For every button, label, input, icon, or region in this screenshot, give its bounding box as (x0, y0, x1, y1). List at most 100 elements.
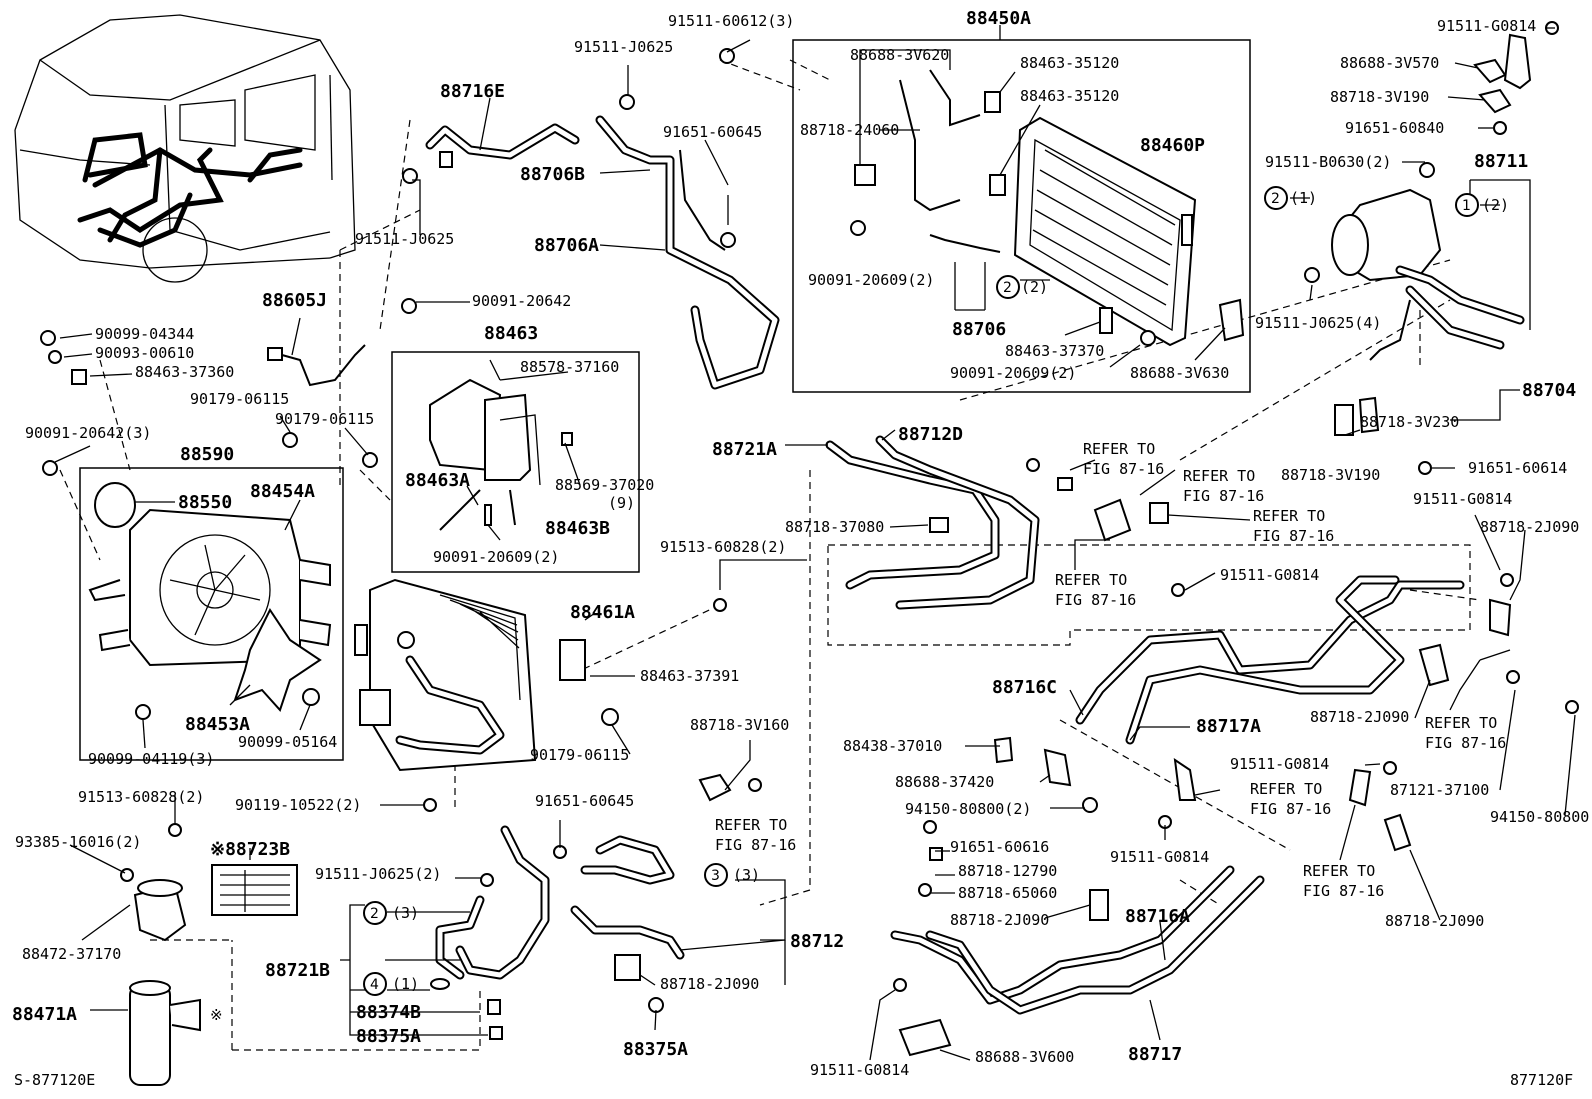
part-label: 88688-3V570 (1340, 54, 1439, 72)
condenser-group-box (792, 39, 1251, 393)
part-label: 88472-37170 (22, 945, 121, 963)
refer-note-line2: FIG 87-16 (1303, 882, 1384, 900)
top-right-brackets (1334, 21, 1559, 475)
part-label: 88374B (356, 1002, 421, 1023)
part-label: 88718-2J090 (1310, 708, 1409, 726)
refer-notes: REFER TO FIG 87-16 REFER TO FIG 87-16 RE… (715, 440, 1506, 900)
qty-label: (1) (392, 975, 419, 993)
refer-note-line1: REFER TO (1183, 467, 1255, 485)
circle-ref: 4 (370, 977, 379, 993)
hoses-88712-88721B (423, 598, 762, 1040)
part-label: 88717A (1196, 716, 1261, 737)
part-label: 91651-60645 (535, 792, 634, 810)
marker-symbol: ※ (210, 1006, 223, 1024)
part-label: 88704 (1522, 380, 1576, 401)
part-label: 88717 (1128, 1044, 1182, 1065)
hoses-88721A-88712D (825, 435, 1185, 610)
left-hardware (40, 330, 378, 476)
part-label: 88718-37080 (785, 518, 884, 536)
fan-assembly-88590 (88, 482, 332, 720)
part-label: 90091-20642 (472, 292, 571, 310)
part-label: 88578-37160 (520, 358, 619, 376)
part-label: 87121-37100 (1390, 781, 1489, 799)
circle-ref-badges: 2 1 2 3 2 4 (363, 186, 1479, 996)
part-label: 91511-J0625 (355, 230, 454, 248)
bracket-group-box (391, 351, 640, 573)
part-label: 94150-80800(2) (905, 800, 1031, 818)
part-label: 88450A (966, 8, 1031, 29)
leader-lines (54, 25, 1576, 1061)
part-label: 88718-2J090 (1385, 912, 1484, 930)
part-label: 91651-60616 (950, 838, 1049, 856)
refer-note-line1: REFER TO (1055, 571, 1127, 589)
refer-note-line2: FIG 87-16 (715, 836, 796, 854)
part-label: 88569-37020 (555, 476, 654, 494)
part-label: 91511-J0625(4) (1255, 314, 1381, 332)
part-label: 88463B (545, 518, 610, 539)
part-label: 91651-60645 (663, 123, 762, 141)
part-label: 91511-60612(3) (668, 12, 794, 30)
part-label: 88463-37360 (135, 363, 234, 381)
part-label: 90091-20642(3) (25, 424, 151, 442)
part-label: 90091-20609(2) (433, 548, 559, 566)
part-label: 91651-60614 (1468, 459, 1567, 477)
part-label: (9) (608, 494, 635, 512)
part-label: 91511-G0814 (1413, 490, 1512, 508)
refer-note-line1: REFER TO (1425, 714, 1497, 732)
bracket-group-88463 (401, 298, 573, 531)
qty-label: (3) (392, 904, 419, 922)
pipes-88716A-88717 (890, 736, 1412, 1057)
part-label: 90093-00610 (95, 344, 194, 362)
part-label: 88716C (992, 677, 1057, 698)
part-label: 88718-2J090 (660, 975, 759, 993)
diagram-id-left: S-877120E (14, 1071, 95, 1089)
sensor-88605J (267, 344, 366, 387)
refer-note-line2: FIG 87-16 (1055, 591, 1136, 609)
part-label: 91511-J0625(2) (315, 865, 441, 883)
part-label: 90179-06115 (190, 390, 289, 408)
part-label: 90099-04119(3) (88, 750, 214, 768)
part-label: 91513-60828(2) (78, 788, 204, 806)
part-label: 91511-G0814 (1220, 566, 1319, 584)
part-label: 88688-3V600 (975, 1048, 1074, 1066)
part-label: 88716E (440, 81, 505, 102)
refer-note-line2: FIG 87-16 (1083, 460, 1164, 478)
part-label: 88454A (250, 481, 315, 502)
refer-note-line1: REFER TO (1083, 440, 1155, 458)
part-label: 88718-65060 (958, 884, 1057, 902)
part-label: 91511-G0814 (1230, 755, 1329, 773)
pipes-88716C-88717A (1075, 573, 1579, 745)
part-label: 88716A (1125, 906, 1190, 927)
part-label: 88712D (898, 424, 963, 445)
part-label: 88460P (1140, 135, 1205, 156)
part-label: 88688-3V620 (850, 46, 949, 64)
part-label: 88375A (623, 1039, 688, 1060)
refer-note-line2: FIG 87-16 (1425, 734, 1506, 752)
marker-note: ※88723B (210, 839, 290, 860)
refer-note-line1: REFER TO (1250, 780, 1322, 798)
part-label: 88590 (180, 444, 234, 465)
refer-dashed-box (827, 544, 1471, 646)
refer-note-line1: REFER TO (1303, 862, 1375, 880)
part-label: 91511-J0625 (574, 38, 673, 56)
circle-ref: 2 (1271, 191, 1280, 207)
part-label: 94150-80800 (1490, 808, 1589, 826)
part-label: 88712 (790, 931, 844, 952)
part-label: 88453A (185, 714, 250, 735)
part-label: 91511-B0630(2) (1265, 153, 1391, 171)
part-label: 88605J (262, 290, 327, 311)
condenser-88461A (354, 578, 619, 772)
part-label: 90119-10522(2) (235, 796, 361, 814)
part-label: 88718-3V190 (1330, 88, 1429, 106)
part-label: 88463-37391 (640, 667, 739, 685)
refer-note-line2: FIG 87-16 (1253, 527, 1334, 545)
part-label: 88706A (534, 235, 599, 256)
fan-group-box (79, 467, 344, 761)
part-label: 88463-35120 (1020, 54, 1119, 72)
part-label: 88375A (356, 1026, 421, 1047)
refer-note-line1: REFER TO (715, 816, 787, 834)
part-label: 88721B (265, 960, 330, 981)
part-label: 90179-06115 (530, 746, 629, 764)
part-label: 90099-04344 (95, 325, 194, 343)
